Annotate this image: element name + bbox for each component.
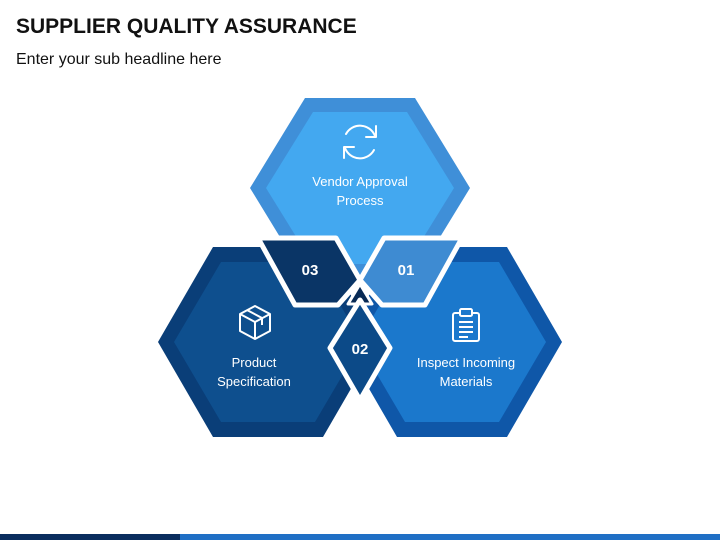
hex-right-label-line1: Inspect Incoming	[417, 355, 515, 370]
box-icon	[239, 305, 271, 340]
number-01: 01	[398, 262, 415, 279]
connector-02	[327, 297, 393, 403]
bottom-bar-light	[180, 534, 720, 540]
page-title: SUPPLIER QUALITY ASSURANCE	[16, 15, 357, 38]
connector-03	[255, 235, 363, 308]
hex-left-label-line1: Product	[232, 355, 277, 370]
hex-top-label-line2: Process	[337, 193, 384, 208]
refresh-icon	[343, 124, 377, 160]
number-02: 02	[352, 341, 369, 358]
hex-top-inner	[266, 112, 454, 264]
clipboard-icon	[452, 308, 480, 342]
hex-left-label-line2: Specification	[217, 374, 291, 389]
number-03: 03	[302, 262, 319, 279]
hex-right-label-line2: Materials	[440, 374, 493, 389]
bottom-bar-dark	[0, 534, 180, 540]
bottom-accent-bar	[0, 534, 720, 540]
hex-top-label-line1: Vendor Approval	[312, 174, 408, 189]
connector-01	[357, 235, 465, 308]
page-subtitle: Enter your sub headline here	[16, 51, 222, 68]
